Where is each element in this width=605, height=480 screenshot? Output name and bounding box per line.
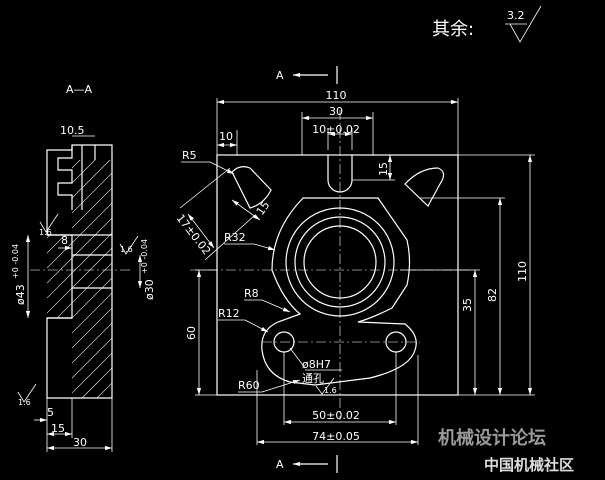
watermark: 机械设计论坛 中国机械社区: [438, 427, 574, 474]
dim-slot-depth: 15: [377, 162, 390, 176]
radius-r32: R32: [224, 231, 246, 244]
watermark-line2: 中国机械社区: [484, 456, 574, 474]
dim-overall-height: 110: [516, 261, 529, 282]
dim-height-35: 35: [461, 298, 474, 312]
dim-slot-width: 10±0.02: [312, 123, 360, 136]
dim-hole-spacing: 50±0.02: [312, 409, 360, 422]
section-view-label: A—A: [66, 83, 93, 96]
dim-base-width: 74±0.05: [312, 430, 360, 443]
roughness-icon: [315, 377, 335, 395]
dim-section-15: 15: [51, 422, 65, 435]
dim-hole-dia: ø8H7: [302, 358, 331, 371]
roughness-icon: [39, 213, 59, 233]
section-view: A—A: [11, 83, 156, 452]
roughness-icon: [119, 235, 139, 255]
svg-text:A: A: [276, 458, 284, 471]
radius-r5: R5: [182, 149, 197, 162]
svg-text:1.6: 1.6: [39, 228, 52, 237]
dim-pocket-dist: 15: [254, 199, 273, 218]
roughness-icon: [17, 383, 37, 403]
dim-slot-span: 30: [329, 105, 343, 118]
dim-section-step: 5: [47, 406, 54, 419]
dim-height-60: 60: [185, 326, 198, 340]
roughness-note-value: 3.2: [507, 9, 525, 22]
dim-overall-width: 110: [326, 89, 347, 102]
roughness-note-label: 其余:: [432, 19, 474, 40]
roughness-note: 其余: 3.2: [432, 5, 542, 43]
top-slot: [327, 155, 353, 193]
boss-outline: [261, 197, 417, 386]
roughness-symbol-icon: [509, 5, 542, 43]
radius-r12: R12: [218, 307, 240, 320]
boss-bore-outer: [294, 216, 386, 308]
right-pocket: [404, 167, 445, 207]
dim-shaft-dia: ø30: [143, 279, 156, 300]
section-arrow-bottom: A: [276, 455, 338, 473]
boss-outer-circle: [285, 207, 395, 317]
radius-r8: R8: [244, 287, 259, 300]
dim-height-82: 82: [486, 288, 499, 302]
radius-r60: R60: [238, 379, 260, 392]
svg-text:1.6: 1.6: [18, 398, 31, 407]
svg-text:1.6: 1.6: [324, 386, 337, 395]
dim-shaft-tol: +0 -0.04: [140, 239, 149, 274]
dim-section-bore-len: 8: [61, 234, 68, 247]
watermark-line1: 机械设计论坛: [438, 427, 546, 449]
front-view: 110 30 10±0.02 10 15 110 82: [174, 89, 535, 445]
hole-note: 通孔: [302, 372, 324, 385]
svg-text:1.6: 1.6: [120, 245, 133, 254]
dim-section-30: 30: [73, 436, 87, 449]
section-arrow-top: A: [276, 66, 338, 84]
dim-pocket-diag: 17±0.02: [174, 212, 214, 258]
svg-text:A: A: [276, 69, 284, 82]
plate-outline: [216, 154, 459, 396]
dim-bore-dia: ø43: [14, 284, 27, 305]
dim-section-top-width: 10.5: [60, 124, 85, 137]
dim-bore-tol: +0 -0.04: [11, 244, 20, 279]
boss-bore-inner: [303, 225, 377, 299]
dim-left-offset: 10: [219, 130, 233, 143]
